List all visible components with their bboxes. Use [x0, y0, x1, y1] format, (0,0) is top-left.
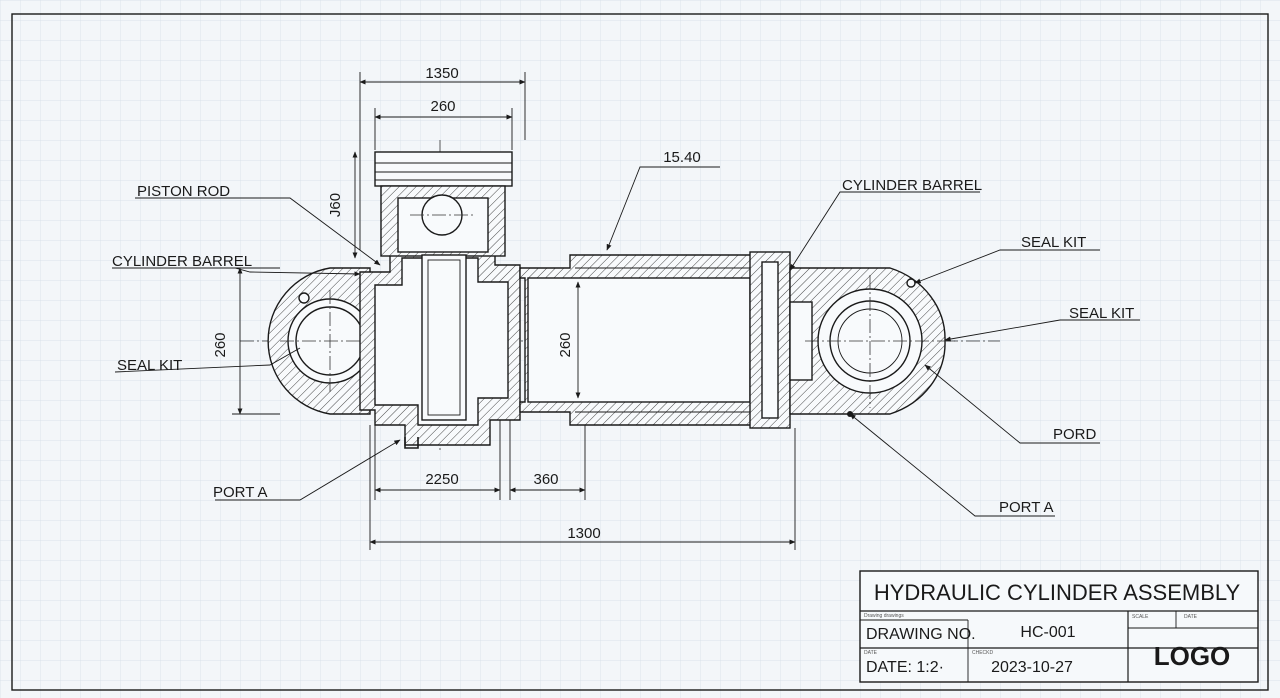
piston-cap	[374, 151, 513, 187]
dim-piston-width: 260	[430, 98, 455, 115]
title-block-tiny-label: DATE	[864, 650, 878, 656]
callout-cylinder-barrel-left: CYLINDER BARREL	[112, 253, 252, 270]
dim-gap-length: 360	[533, 471, 558, 488]
callout-seal-kit-top-right: SEAL KIT	[1021, 234, 1086, 251]
leader-lines	[112, 191, 1140, 517]
dim-bore-diameter: 260	[557, 332, 574, 357]
dim-eye-height: 260	[212, 332, 229, 357]
title-block-tiny-label: DATE	[1184, 614, 1198, 620]
callout-port-a-left: PORT A	[213, 484, 267, 501]
callout-piston-rod: PISTON ROD	[137, 183, 230, 200]
callout-port-a-right: PORT A	[999, 499, 1053, 516]
dim-barrel-offset: 15.40	[663, 149, 701, 166]
callout-pord: PORD	[1053, 426, 1097, 443]
left-eye-bolt	[298, 292, 310, 304]
dim-head-length: 2250	[425, 471, 458, 488]
dim-overall-top: 1350	[425, 65, 458, 82]
title-block-tiny-label: SCALE	[1132, 614, 1149, 620]
right-eye-bolt	[906, 278, 916, 288]
dim-overall-bottom: 1300	[567, 525, 600, 542]
port-a-left	[404, 437, 419, 449]
dimension-lines	[232, 72, 796, 550]
sheet-border	[11, 13, 1269, 691]
piston-tube	[421, 254, 467, 421]
title-block-title: HYDRAULIC CYLINDER ASSEMBLY	[874, 580, 1241, 605]
title-block-tiny-label: CHECKD	[972, 650, 994, 656]
title-block-drawing-no: HC-001	[1020, 624, 1075, 641]
callout-seal-kit-right: SEAL KIT	[1069, 305, 1134, 322]
dim-piston-height: J60	[327, 193, 344, 217]
title-block-tiny-label: Drawing drawings	[864, 613, 904, 619]
title-block-date: 2023-10-27	[991, 659, 1073, 676]
title-block-drawing-no-label: DRAWING NO.	[866, 626, 976, 643]
title-block-logo: LOGO	[1154, 641, 1231, 671]
callout-seal-kit-left: SEAL KIT	[117, 357, 182, 374]
callout-cylinder-barrel-right: CYLINDER BARREL	[842, 177, 982, 194]
title-block	[859, 570, 1259, 683]
title-block-date-scale-label: DATE: 1:2·	[866, 659, 944, 676]
